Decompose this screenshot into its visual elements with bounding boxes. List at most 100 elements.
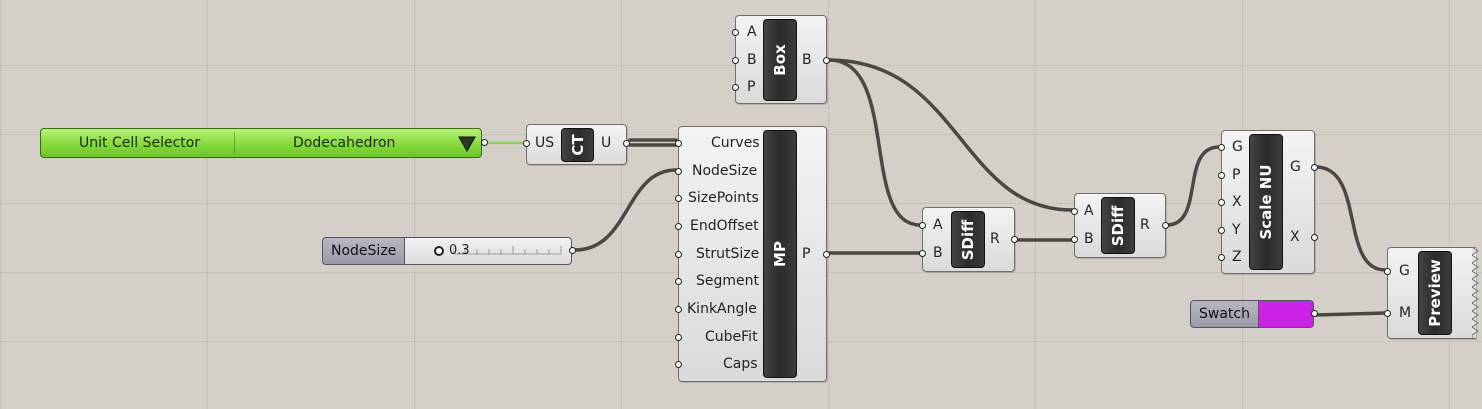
swatch-output-port[interactable] [1311,310,1318,317]
slider-value: 0.3 [449,243,470,258]
sdiff2-nickname: SDiff [1109,205,1127,246]
sdiff1-output-port-r[interactable] [1011,236,1018,243]
value-list-divider [234,132,235,154]
slider-output-port[interactable] [569,247,576,254]
box-output-b: B [802,52,812,68]
dropdown-arrow-icon[interactable] [458,136,476,152]
scale-input-y: Y [1232,222,1241,238]
scale-output-port-x[interactable] [1311,234,1318,241]
wire-sdiff2-scale [1165,145,1221,227]
mp-input-cubefit: CubeFit [705,329,758,345]
value-list-output-port[interactable] [481,139,488,146]
value-list-value[interactable]: Dodecahedron [293,135,396,151]
wire-swatch-preview [1314,311,1387,317]
swatch-label: Swatch [1199,306,1250,322]
slider-label: NodeSize [331,243,397,259]
ct-input-port-us[interactable] [523,140,530,147]
scale-core: Scale NU [1249,134,1283,270]
swatch[interactable]: Swatch [1190,300,1318,328]
preview-input-m: M [1399,305,1412,321]
component-box[interactable]: A B P Box B [732,15,830,104]
sdiff1-input-a: A [933,217,943,233]
ct-nickname: CT [568,134,587,156]
sdiff1-core: SDiff [951,211,985,268]
mp-input-caps: Caps [723,356,758,372]
ct-output-port-u[interactable] [623,140,630,147]
mp-output-port-p[interactable] [823,251,830,258]
mp-input-port-endoffset[interactable] [675,223,682,230]
sdiff2-output-r: R [1140,217,1150,233]
sdiff1-output-r: R [990,231,1000,247]
mp-input-strutsize: StrutSize [696,246,760,262]
mp-core: MP [763,130,797,378]
component-mp[interactable]: Curves NodeSize SizePoints EndOffset Str… [675,126,830,382]
mp-input-port-sizepoints[interactable] [675,195,682,202]
mp-input-port-curves[interactable] [675,140,682,147]
ct-output-u: U [601,135,612,151]
sdiff2-input-a: A [1084,203,1094,219]
scale-input-port-g[interactable] [1218,144,1225,151]
scale-input-x: X [1232,194,1242,210]
slider-name-box: NodeSize [322,237,404,265]
mp-input-segment: Segment [696,273,759,289]
component-preview[interactable]: G M Preview [1384,247,1479,339]
component-sdiff-2[interactable]: A B SDiff R [1071,193,1169,258]
box-input-p: P [747,79,756,95]
scale-input-z: Z [1232,249,1242,265]
component-scale-nu[interactable]: G P X Y Z Scale NU G X [1218,130,1318,274]
slider-track[interactable]: 0.3 [404,237,572,265]
sdiff1-input-port-a[interactable] [919,222,926,229]
ct-input-us: US [535,135,555,151]
mp-nickname: MP [771,241,789,267]
scale-input-port-x[interactable] [1218,199,1225,206]
component-ct[interactable]: US CT U [523,124,630,165]
swatch-color[interactable] [1258,300,1314,328]
swatch-name-box: Swatch [1190,300,1258,328]
scale-input-port-p[interactable] [1218,172,1225,179]
sdiff1-input-port-b[interactable] [919,250,926,257]
mp-input-port-segment[interactable] [675,278,682,285]
sdiff2-input-port-a[interactable] [1071,208,1078,215]
preview-input-port-g[interactable] [1384,268,1391,275]
wire-scale-preview [1314,165,1387,272]
nodesize-slider[interactable]: NodeSize 0.3 [322,237,576,265]
value-list-label: Unit Cell Selector [79,135,201,151]
preview-input-g: G [1399,263,1410,279]
value-list-unit-cell-selector[interactable]: Unit Cell Selector Dodecahedron [40,128,488,158]
mp-input-endoffset: EndOffset [690,218,759,234]
mp-input-port-strutsize[interactable] [675,251,682,258]
box-output-port-b[interactable] [823,57,830,64]
component-sdiff-1[interactable]: A B SDiff R [919,207,1018,272]
box-input-port-a[interactable] [732,29,739,36]
mp-input-port-caps[interactable] [675,361,682,368]
preview-nickname: Preview [1426,259,1444,327]
sdiff2-output-port-r[interactable] [1162,222,1169,229]
mp-input-port-cubefit[interactable] [675,334,682,341]
scale-input-port-z[interactable] [1218,254,1225,261]
box-input-port-p[interactable] [732,84,739,91]
mp-input-sizepoints: SizePoints [688,190,759,206]
sdiff2-core: SDiff [1101,197,1135,254]
mp-input-port-nodesize[interactable] [675,168,682,175]
sdiff2-input-b: B [1084,231,1094,247]
box-input-a: A [747,24,757,40]
box-input-b: B [747,52,757,68]
ct-core: CT [561,128,594,162]
mp-input-kinkangle: KinkAngle [687,301,757,317]
box-nickname: Box [771,44,789,76]
preview-input-port-m[interactable] [1384,310,1391,317]
mp-output-p: P [802,246,811,262]
mp-input-port-kinkangle[interactable] [675,306,682,313]
box-core: Box [763,19,797,101]
scale-nickname: Scale NU [1257,164,1275,240]
scale-output-g: G [1290,159,1301,175]
mp-input-nodesize: NodeSize [692,163,758,179]
scale-input-port-y[interactable] [1218,227,1225,234]
box-input-port-b[interactable] [732,57,739,64]
sdiff2-input-port-b[interactable] [1071,236,1078,243]
slider-grip-icon[interactable] [434,246,444,256]
scale-input-g: G [1232,139,1243,155]
preview-zigzag-edge [1472,247,1479,339]
scale-output-port-g[interactable] [1311,164,1318,171]
